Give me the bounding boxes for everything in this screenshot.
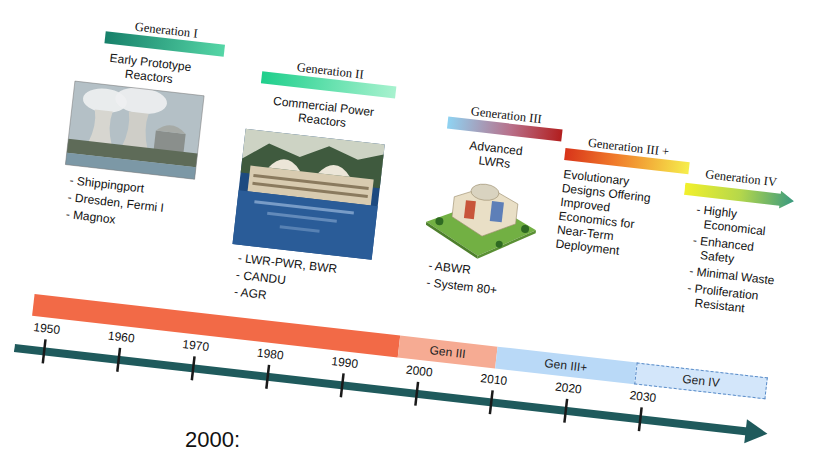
steam bbox=[114, 85, 169, 117]
window-row bbox=[253, 174, 369, 190]
tick bbox=[43, 339, 46, 363]
tick bbox=[341, 373, 344, 397]
turbine-hall bbox=[490, 201, 504, 222]
timeline-ticks bbox=[43, 339, 642, 431]
year-label: 2030 bbox=[617, 387, 668, 407]
tree bbox=[435, 217, 444, 226]
band-label: Gen III bbox=[429, 343, 466, 361]
reactor-list-item: - ABWR bbox=[428, 258, 472, 277]
reactor-dome bbox=[156, 124, 187, 134]
tick bbox=[490, 390, 493, 414]
timeline-arrowhead bbox=[744, 419, 769, 445]
timeline-axis bbox=[14, 348, 749, 432]
year-label: 1960 bbox=[96, 327, 147, 347]
containment-dome bbox=[470, 183, 500, 202]
generation-subtitle: Commercial Power Reactors bbox=[247, 91, 399, 136]
gen1-photo bbox=[65, 80, 204, 179]
photo-water bbox=[233, 190, 378, 260]
reactor-list-item: - System 80+ bbox=[426, 275, 498, 297]
photo-ground bbox=[233, 129, 385, 260]
era-band bbox=[32, 294, 400, 358]
generation-subtitle: Advanced LWRs bbox=[458, 137, 533, 173]
gen2-photo bbox=[233, 129, 385, 260]
reactor-list-item: - CANDU bbox=[235, 268, 286, 288]
tree bbox=[521, 225, 530, 234]
band-label: Gen IV bbox=[682, 372, 721, 390]
reactor-list-item: - Magnox bbox=[65, 207, 116, 227]
generation-description: Evolutionary Designs Offering Improved E… bbox=[555, 167, 672, 263]
plant-building bbox=[450, 183, 519, 240]
tick bbox=[639, 407, 642, 431]
reflection bbox=[267, 212, 337, 223]
generation-bar: Generation I bbox=[104, 16, 226, 56]
tick bbox=[266, 365, 269, 389]
cooling-tower bbox=[122, 111, 152, 150]
tick bbox=[415, 382, 418, 406]
cooling-tower bbox=[88, 109, 116, 145]
year-label: 1970 bbox=[170, 336, 221, 356]
reflection bbox=[280, 225, 320, 233]
photo-frame bbox=[65, 81, 204, 179]
gen3-cutaway bbox=[423, 178, 541, 265]
year-label: 2000 bbox=[394, 361, 445, 381]
generation-bar: Generation II bbox=[261, 56, 398, 98]
generation-bar: Generation III + bbox=[564, 133, 691, 174]
note-text: 2000: bbox=[185, 428, 240, 452]
tick bbox=[192, 356, 195, 380]
timeline-band: Gen III+ bbox=[495, 347, 637, 385]
band-label: Gen III+ bbox=[544, 356, 588, 375]
year-label: 1950 bbox=[21, 319, 72, 339]
year-label: 1980 bbox=[245, 344, 296, 364]
reactor-vessel bbox=[464, 200, 476, 219]
reactor-list-item: - AGR bbox=[233, 285, 267, 303]
containment-dome bbox=[318, 163, 351, 177]
generation-bar: Generation III bbox=[447, 102, 564, 142]
year-label: 2010 bbox=[468, 370, 519, 390]
tick bbox=[117, 348, 120, 372]
photo-sky bbox=[65, 81, 204, 179]
year-label: 2020 bbox=[543, 378, 594, 398]
year-label: 1990 bbox=[319, 353, 370, 373]
tick bbox=[564, 399, 567, 423]
tree bbox=[495, 240, 503, 248]
containment-dome bbox=[268, 158, 301, 172]
